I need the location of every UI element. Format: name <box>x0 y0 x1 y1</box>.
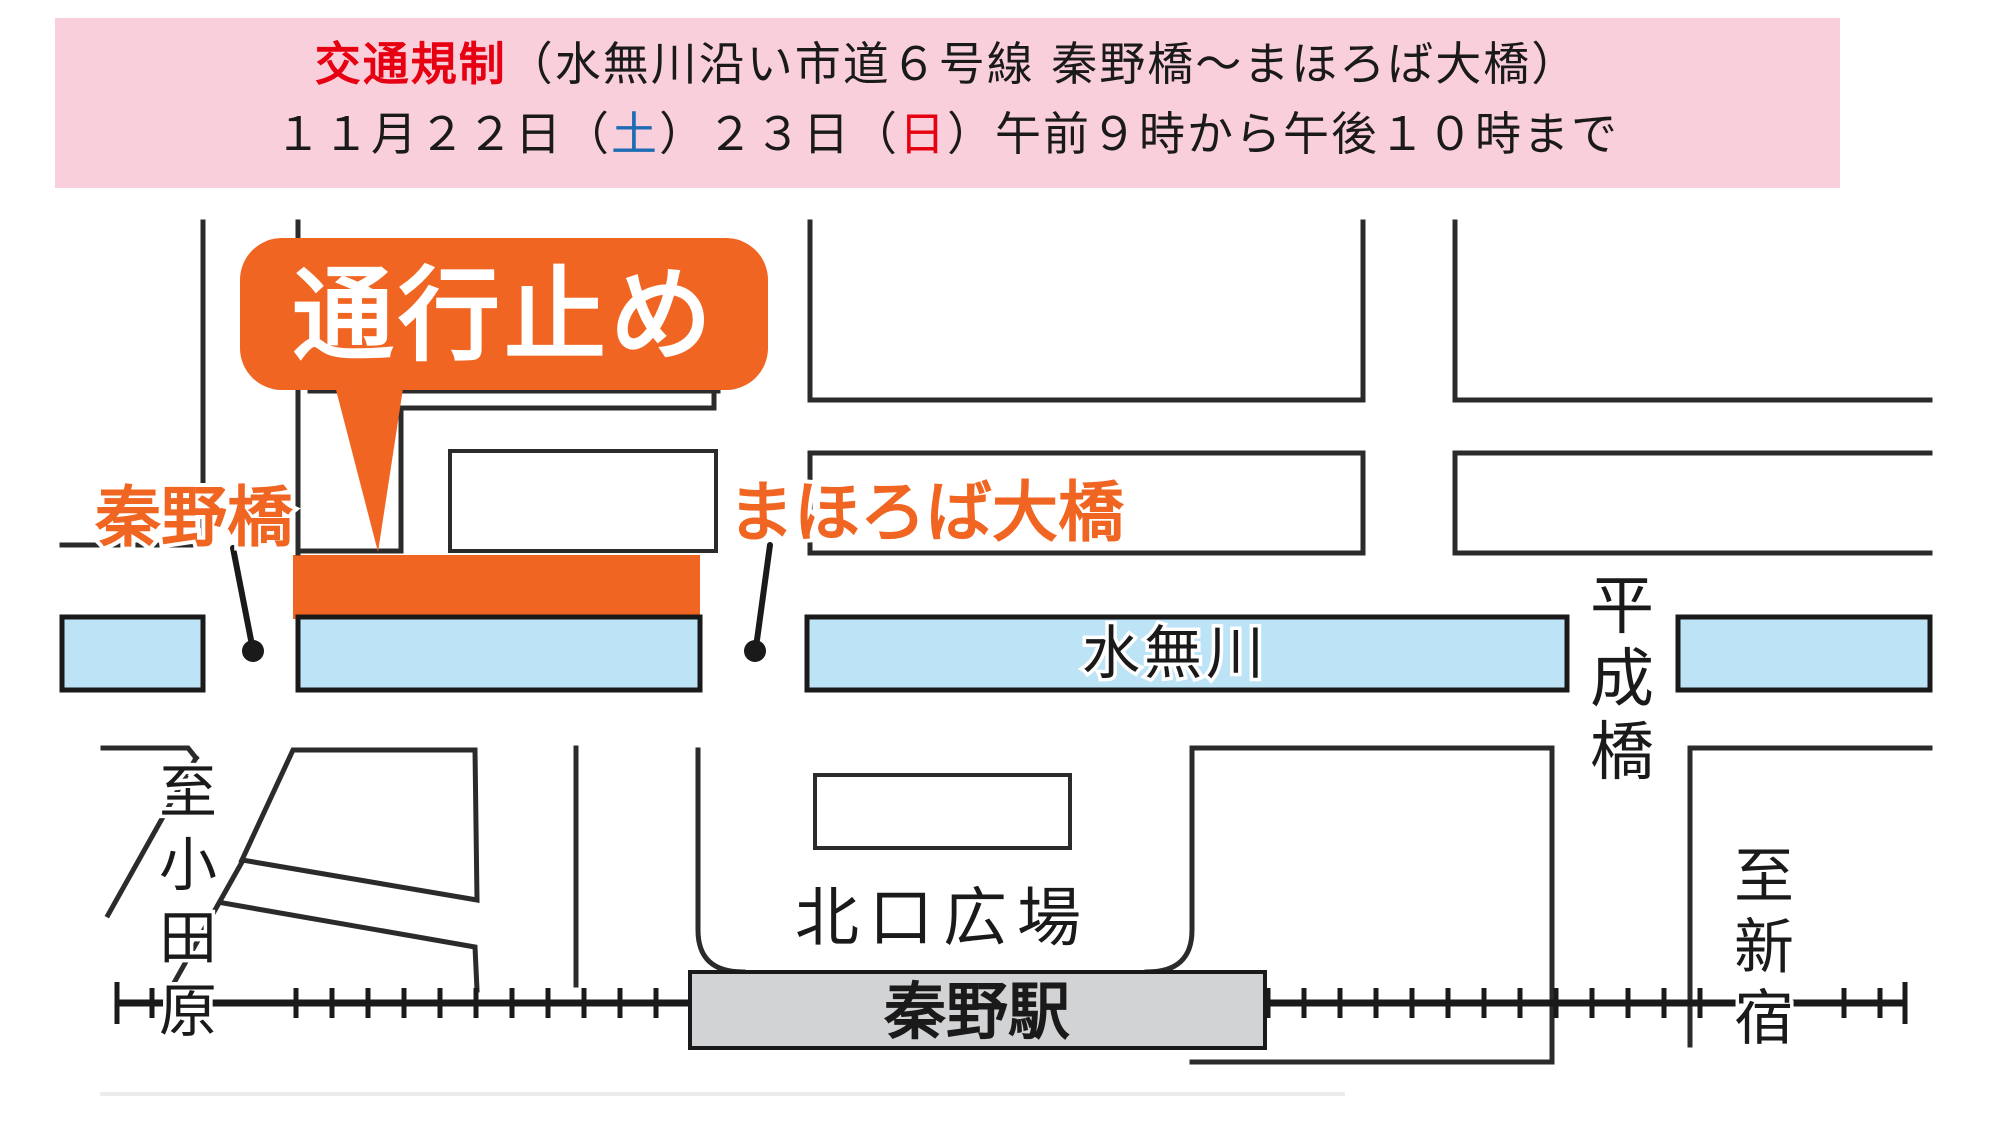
station-label: 秦野駅 <box>883 975 1070 1048</box>
leaders <box>230 542 773 662</box>
plaza-edge-right <box>1144 747 1195 975</box>
leader-dot-mahoroba <box>744 640 766 662</box>
hadano-bridge-label: 秦野橋 <box>94 479 294 556</box>
station: 秦野駅 <box>688 970 1267 1050</box>
river-label: 水無川 <box>1082 619 1268 687</box>
river-segment-east <box>1675 614 1933 693</box>
header-banner: 交通規制（水無川沿い市道６号線 秦野橋～まほろば大橋） １１月２２日（土）２３日… <box>55 18 1840 188</box>
closure-callout: 通行止め <box>240 238 768 552</box>
to-shinjuku-label: 至新宿 <box>1734 842 1794 1054</box>
banner-line2-saturday: 土 <box>611 107 659 161</box>
closure-highlight-bar <box>293 555 700 619</box>
railway-ticks <box>149 988 1883 1018</box>
banner-line2: １１月２２日（土）２３日（日）午前９時から午後１０時まで <box>275 107 1619 161</box>
road-edge-southwest <box>100 745 200 762</box>
roads-north <box>59 219 1933 556</box>
city-block-trapezoid <box>238 747 480 903</box>
banner-line2-sunday: 日 <box>899 107 947 161</box>
heisei-bridge-label: 平成橋 <box>1590 570 1654 790</box>
river <box>59 614 1933 693</box>
leader-line-hadano <box>230 545 254 643</box>
banner-line2-time: ）午前９時から午後１０時まで <box>947 107 1619 161</box>
leader-dot-hadano <box>242 640 264 662</box>
road-diagonal-edge <box>220 900 480 993</box>
road-diagonal-odawara-2 <box>166 858 246 994</box>
banner-line1-highlight: 交通規制 <box>315 37 507 91</box>
river-segment-closed <box>295 614 703 693</box>
plaza-label: 北口広場 <box>795 882 1091 956</box>
banner-line2-date: １１月２２日（ <box>275 107 611 161</box>
banner-line1: 交通規制（水無川沿い市道６号線 秦野橋～まほろば大橋） <box>315 37 1580 91</box>
callout-bubble <box>240 238 768 390</box>
station-box <box>688 970 1267 1050</box>
banner-line1-rest: （水無川沿い市道６号線 秦野橋～まほろば大橋） <box>507 37 1580 91</box>
banner-background <box>55 18 1840 188</box>
road-edge-inner-loop <box>398 388 717 551</box>
to-odawara-label: 至小田原 <box>159 758 217 1045</box>
mahoroba-bridge-label: まほろば大橋 <box>728 474 1125 551</box>
plaza-structure <box>813 773 1072 850</box>
callout-label: 通行止め <box>292 257 716 376</box>
city-block-north <box>448 449 718 553</box>
banner-line2-mid: ）２３日（ <box>659 107 899 161</box>
road-diagonal-odawara-1 <box>104 754 200 919</box>
leader-line-mahoroba <box>754 542 773 643</box>
plaza-edge-left <box>695 747 746 975</box>
callout-tail <box>334 382 404 552</box>
map-labels: 秦野橋 まほろば大橋 水無川 平成橋 至小田原 至新宿 北口広場 <box>90 470 1798 1058</box>
river-segment-main <box>804 614 1570 693</box>
river-segment-west <box>59 614 206 693</box>
